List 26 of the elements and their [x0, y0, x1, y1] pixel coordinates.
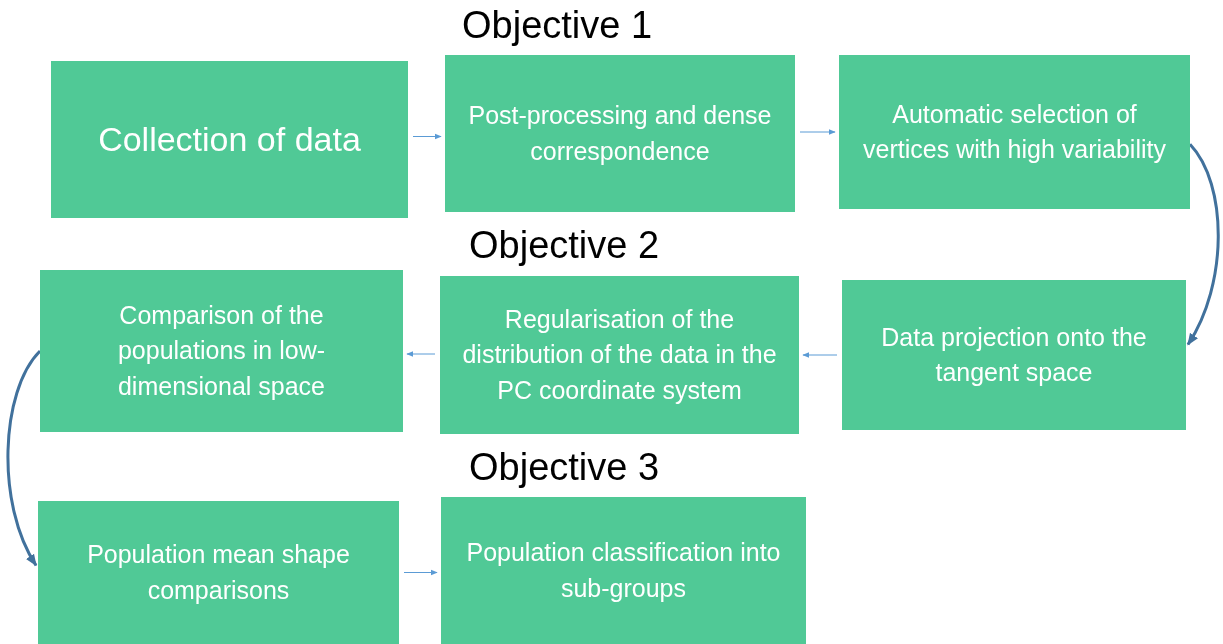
process-box — [445, 55, 795, 212]
process-box — [839, 55, 1190, 209]
process-box — [40, 270, 403, 432]
process-box — [441, 497, 806, 644]
step-text: Data projection onto the tangent space — [880, 321, 1148, 388]
arrow — [799, 129, 836, 135]
process-box — [842, 280, 1186, 430]
step-text: Comparison of the populations in low-dimensional space — [116, 299, 327, 402]
arrow — [406, 351, 436, 357]
step-text: Regularisation of the distribution of the data in the PC coordinate system — [461, 303, 778, 406]
step-text: Post-processing and dense correspondence — [467, 100, 773, 167]
arrow — [403, 569, 438, 576]
process-box — [440, 276, 799, 434]
step-text: Population mean shape comparisons — [86, 539, 351, 606]
process-box — [51, 61, 408, 218]
arrow — [1186, 143, 1220, 346]
step-text: Collection of data — [98, 119, 361, 161]
arrow — [412, 133, 442, 140]
section-heading: Objective 3 — [469, 446, 660, 489]
arrow — [802, 352, 838, 358]
step-text: Automatic selection of vertices with high variability — [862, 98, 1167, 165]
step-text: Population classification into sub-groups — [465, 537, 782, 604]
process-box — [38, 501, 399, 644]
section-heading: Objective 2 — [469, 224, 660, 267]
arrow — [6, 350, 42, 567]
section-heading: Objective 1 — [462, 4, 653, 47]
